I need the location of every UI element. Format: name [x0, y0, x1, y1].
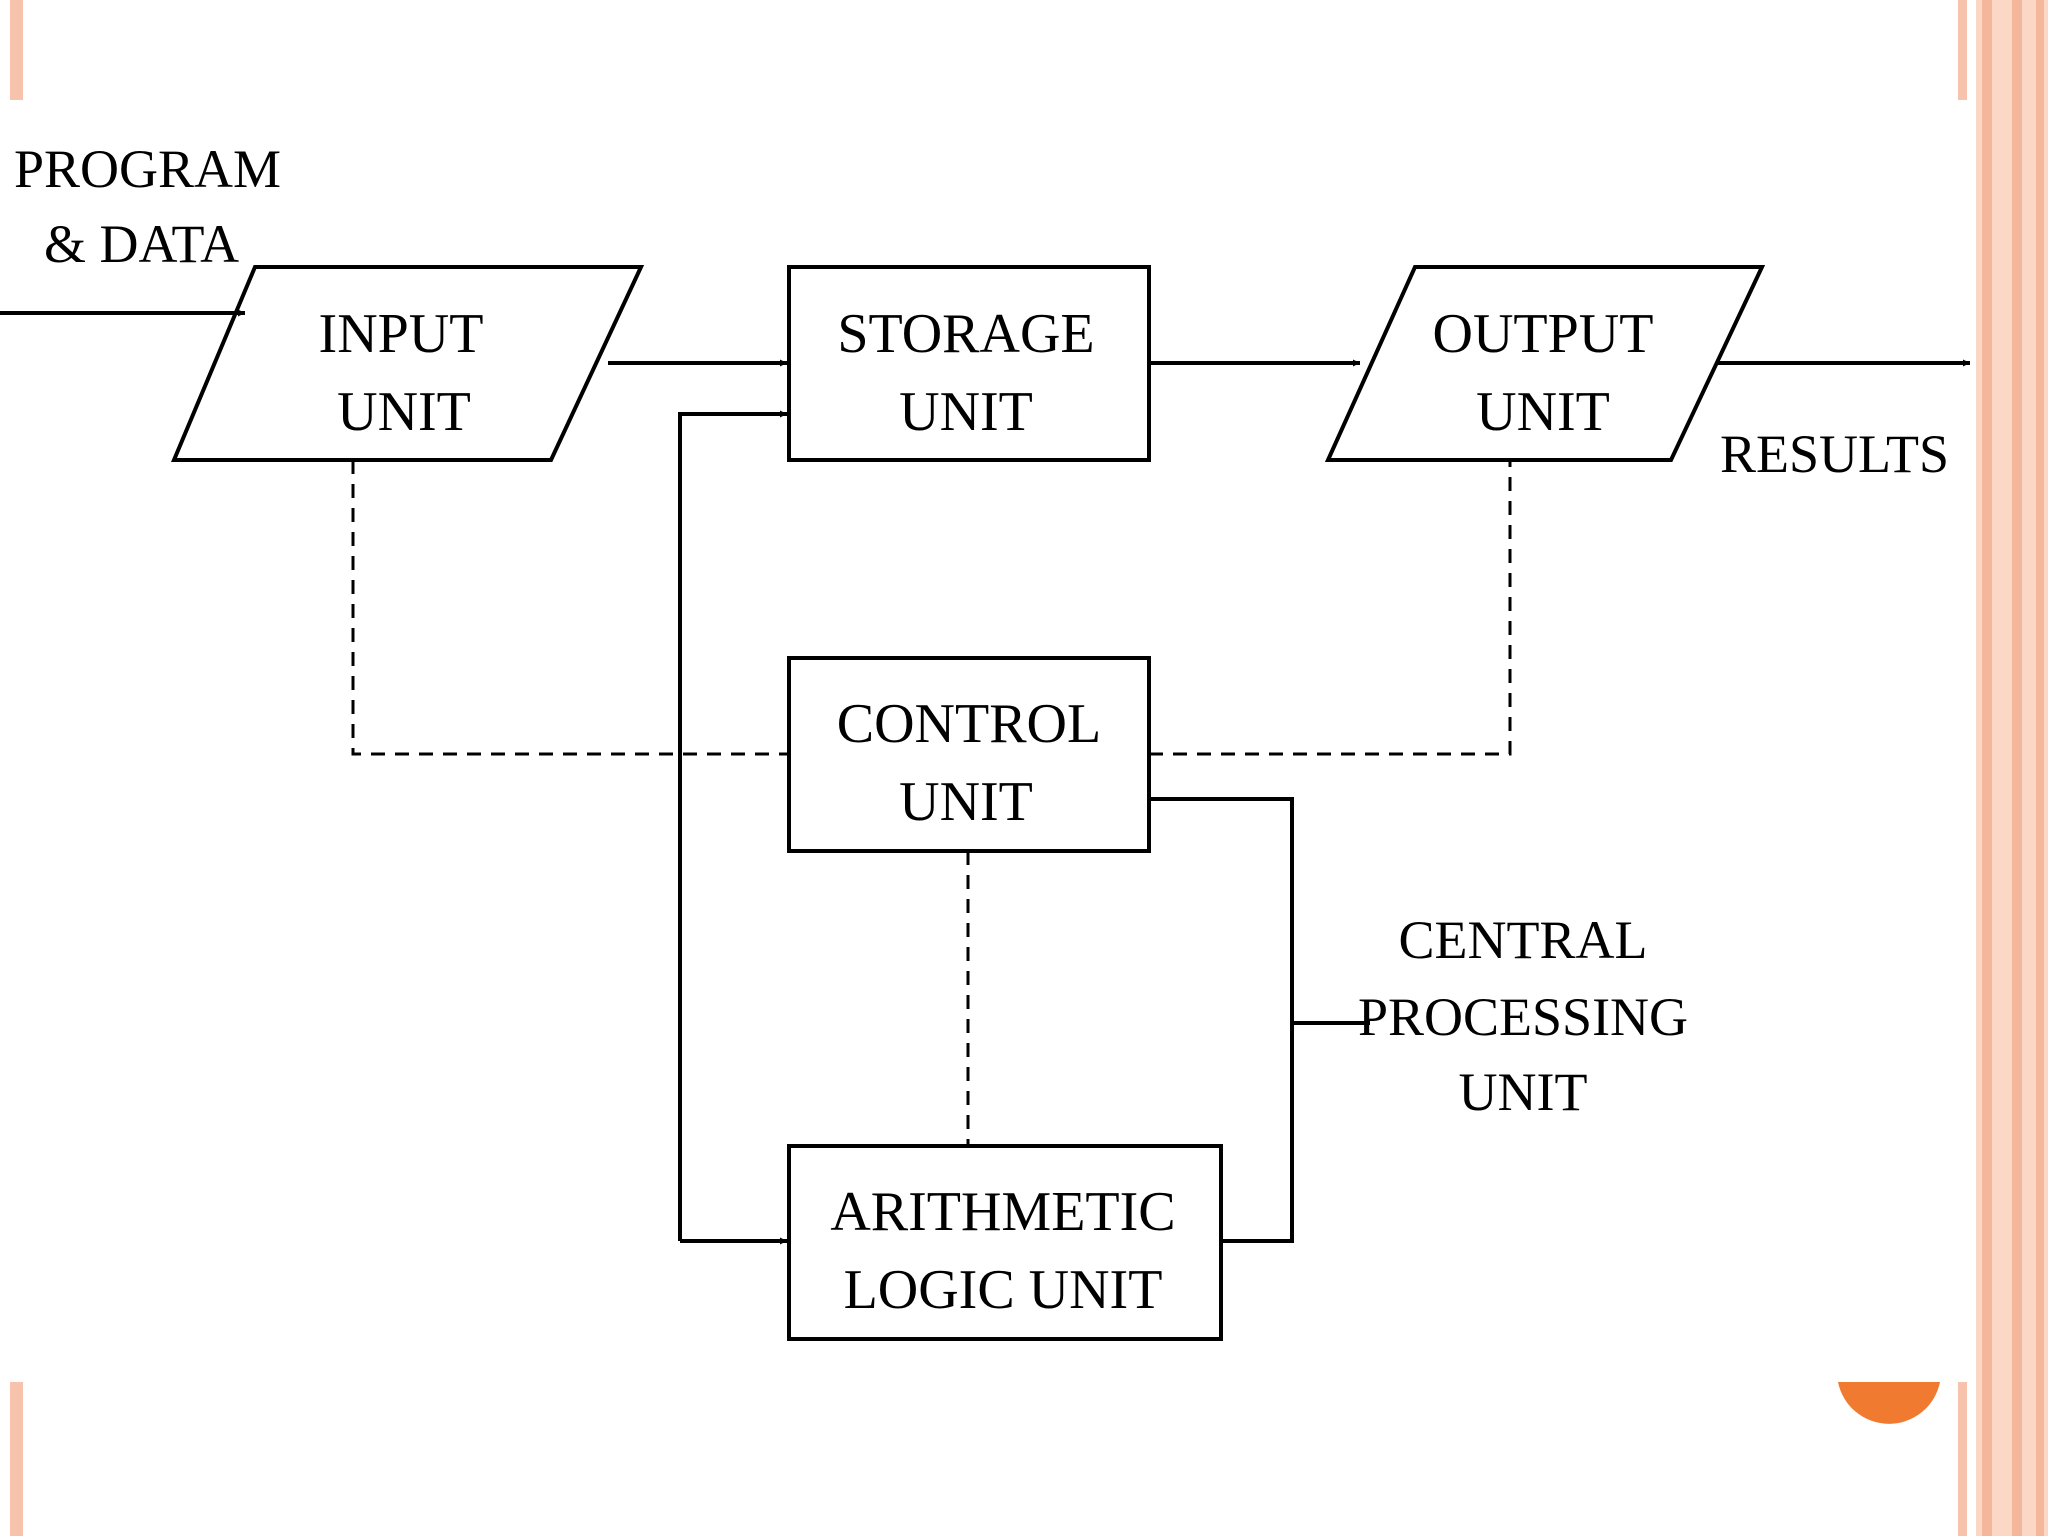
cpu-label-line1: CENTRAL	[1399, 910, 1648, 970]
left-stripe-top	[10, 0, 23, 100]
cpu-label-line3: UNIT	[1459, 1062, 1588, 1122]
program-data-label-line2: & DATA	[44, 214, 239, 274]
input-unit-label-line1: INPUT	[319, 303, 484, 365]
cpu-bracket	[1149, 797, 1294, 1243]
right-stripe-thin-top	[1958, 0, 1967, 100]
storage-unit-label-line1: STORAGE	[837, 303, 1094, 365]
right-band-stripe-1	[1982, 0, 1992, 1536]
control-line-input	[351, 460, 789, 756]
output-unit-label-line1: OUTPUT	[1433, 303, 1654, 365]
output-unit-label-line2: UNIT	[1476, 381, 1610, 443]
diagram-canvas	[0, 100, 1976, 1382]
storage-unit-node: STORAGE UNIT	[787, 265, 1151, 462]
right-stripe-thin-bottom	[1958, 1382, 1967, 1536]
results-label: RESULTS	[1720, 424, 1949, 484]
left-stripe-bottom	[10, 1382, 23, 1536]
input-unit-label-line2: UNIT	[337, 381, 471, 443]
control-unit-label-line1: CONTROL	[837, 693, 1101, 755]
input-unit-node: INPUT UNIT	[170, 265, 645, 462]
cpu-label-line2: PROCESSING	[1358, 987, 1688, 1047]
storage-unit-label-line2: UNIT	[899, 381, 1033, 443]
control-line-output	[1149, 460, 1512, 756]
right-band-stripe-2	[2012, 0, 2022, 1536]
alu-label-line2: LOGIC UNIT	[844, 1259, 1163, 1321]
alu-node: ARITHMETIC LOGIC UNIT	[787, 1144, 1223, 1341]
alu-label-line1: ARITHMETIC	[830, 1181, 1175, 1243]
right-band-stripe-3	[2036, 0, 2044, 1536]
orange-circle-decor	[1838, 1382, 1940, 1424]
bus-alu-to-storage	[678, 410, 787, 1241]
output-unit-node: OUTPUT UNIT	[1324, 265, 1766, 462]
program-data-label-line1: PROGRAM	[14, 139, 281, 199]
control-unit-label-line2: UNIT	[899, 771, 1033, 833]
